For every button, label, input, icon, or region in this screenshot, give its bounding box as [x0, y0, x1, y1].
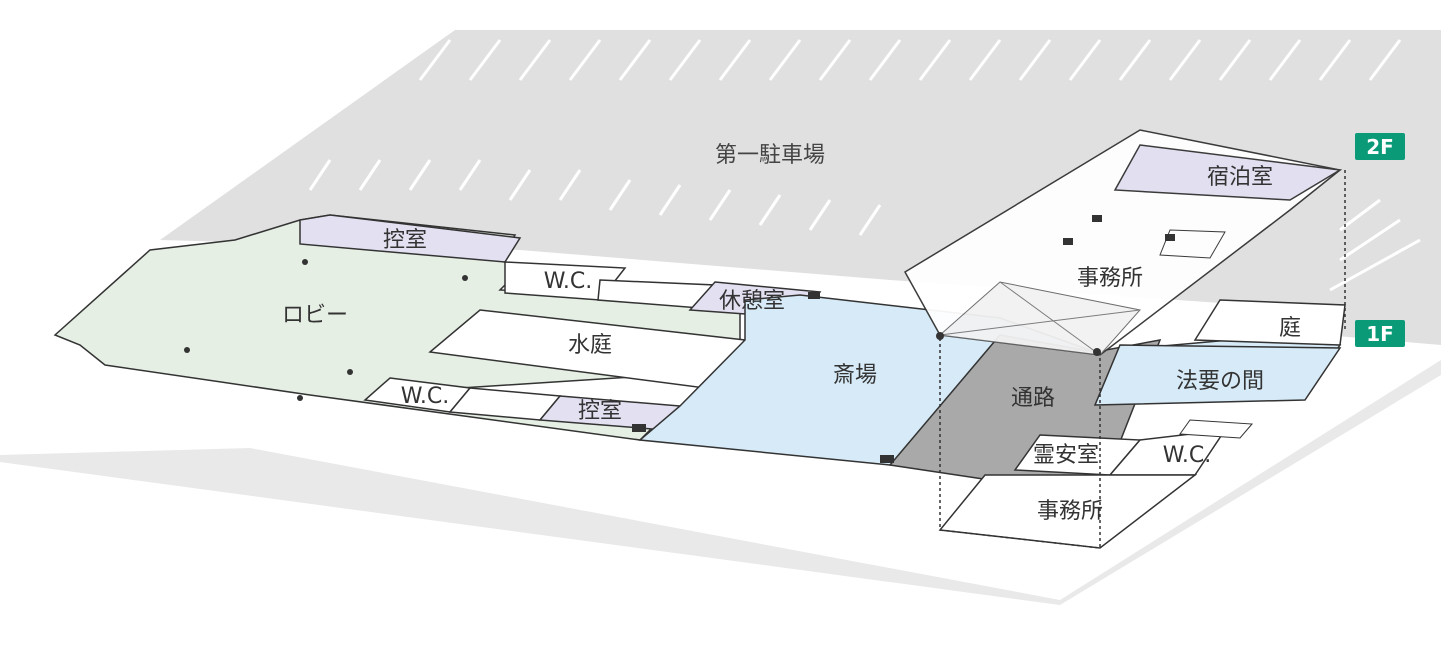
floor-badge-2f: 2F	[1355, 133, 1405, 160]
wc-bottom-label: W.C.	[401, 384, 450, 409]
water-garden-label: 水庭	[568, 333, 612, 358]
ground-slab	[0, 360, 1441, 605]
garden-label: 庭	[1279, 316, 1301, 341]
floor-badge-1f: 1F	[1355, 320, 1405, 347]
office-1f-area	[938, 474, 1198, 549]
wc-top-label: W.C.	[544, 269, 593, 294]
upper-floor-block	[903, 129, 1343, 356]
parking-label: 第一駐車場	[715, 143, 825, 168]
hall-label: 斎場	[833, 363, 877, 388]
waiting-room-top-label: 控室	[383, 228, 427, 253]
floor-badge-2f-label: 2F	[1366, 135, 1394, 159]
memorial-hall-area	[1093, 344, 1342, 406]
memorial-hall-label: 法要の間	[1176, 369, 1264, 394]
guide-lines	[939, 170, 1346, 549]
parking-stripes	[308, 39, 1421, 292]
waiting-room-bottom-label: 控室	[578, 399, 622, 424]
corridor-label: 通路	[1011, 386, 1055, 411]
lodging-room-area	[1113, 144, 1343, 201]
waiting-room-top-area	[299, 214, 522, 263]
floor-badge-1f-label: 1F	[1366, 322, 1394, 346]
rest-room-label: 休憩室	[719, 289, 785, 314]
morgue-label: 霊安室	[1033, 443, 1099, 468]
stairs-1f	[1179, 419, 1254, 439]
garden-area	[1193, 299, 1346, 346]
office-2f-label: 事務所	[1077, 266, 1143, 291]
lodging-room-label: 宿泊室	[1207, 165, 1273, 190]
office-1f-label: 事務所	[1037, 499, 1103, 524]
wc-right-label: W.C.	[1163, 443, 1212, 468]
stairs-2f	[1159, 229, 1226, 259]
lobby-label: ロビー	[282, 303, 348, 328]
pillars	[184, 215, 1175, 463]
